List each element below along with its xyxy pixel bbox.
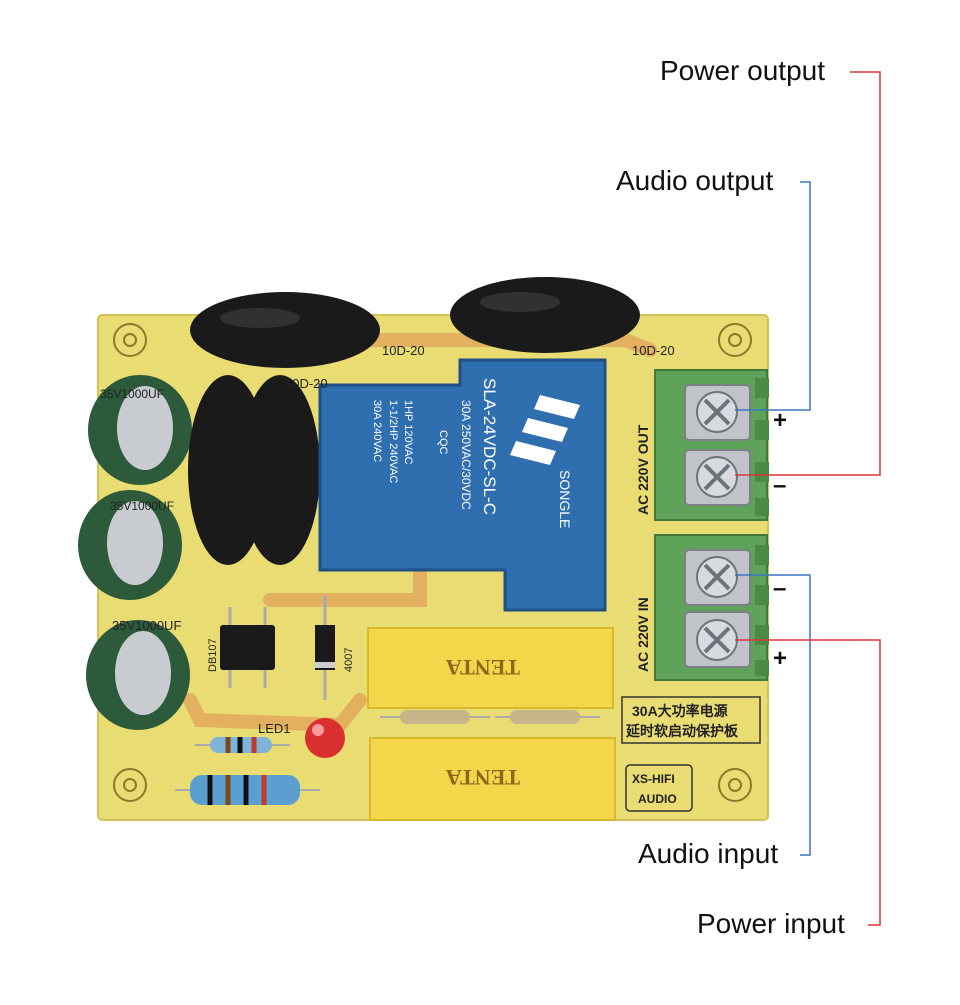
ntc-thermistors <box>188 277 640 565</box>
thermistor-label: 10D-20 <box>382 343 425 358</box>
mounting-holes <box>113 323 752 802</box>
capacitor-label: 35V1000UF <box>110 499 174 513</box>
safety-cap-brand: TENTA <box>446 765 520 790</box>
capacitor-label: 35V1000UF <box>112 618 181 633</box>
safety-cap-brand: TENTA <box>446 655 520 680</box>
diode-label: 4007 <box>343 648 355 672</box>
thermistor-label: 10D-20 <box>632 343 675 358</box>
led-label: LED1 <box>258 721 291 736</box>
relay <box>318 358 607 612</box>
output-plus-sign: + <box>773 407 788 434</box>
terminal-in-label: AC 220V IN <box>635 597 651 672</box>
safety-capacitors <box>367 627 616 821</box>
relay-cert: CQC <box>437 430 449 455</box>
callout-lines <box>735 71 881 926</box>
input-plus-sign: + <box>773 645 788 672</box>
bridge-label: DB107 <box>207 638 219 672</box>
led <box>305 718 345 758</box>
brand-line-2: AUDIO <box>638 792 677 806</box>
input-minus-sign: – <box>773 575 787 602</box>
power-input-label: Power input <box>697 908 845 939</box>
audio-input-label: Audio input <box>638 838 779 869</box>
audio-output-label: Audio output <box>616 165 774 196</box>
capacitor-label: 35V1000UF <box>100 387 164 401</box>
relay-model: SLA-24VDC-SL-C <box>480 378 499 515</box>
bridge-rectifier <box>220 625 275 670</box>
relay-spec: 1-1/2HP 240VAC <box>387 400 399 483</box>
terminal-blocks <box>654 369 769 681</box>
power-output-label: Power output <box>660 55 825 86</box>
output-minus-sign: – <box>773 472 787 499</box>
relay-brand: SONGLE <box>557 470 573 528</box>
relay-spec: 1HP 120VAC <box>402 400 414 464</box>
thermistor-label: 10D-20 <box>285 376 328 391</box>
terminal-out-label: AC 220V OUT <box>635 424 651 515</box>
brand-line-1: XS-HIFI <box>632 772 675 786</box>
relay-spec: 30A 250VAC/30VDC <box>459 400 473 510</box>
board-title-1: 30A大功率电源 <box>632 703 728 719</box>
diode <box>315 595 335 700</box>
board-title-2: 延时软启动保护板 <box>625 723 739 739</box>
relay-spec: 30A 240VAC <box>371 400 383 462</box>
electrolytic-capacitors <box>78 375 192 730</box>
